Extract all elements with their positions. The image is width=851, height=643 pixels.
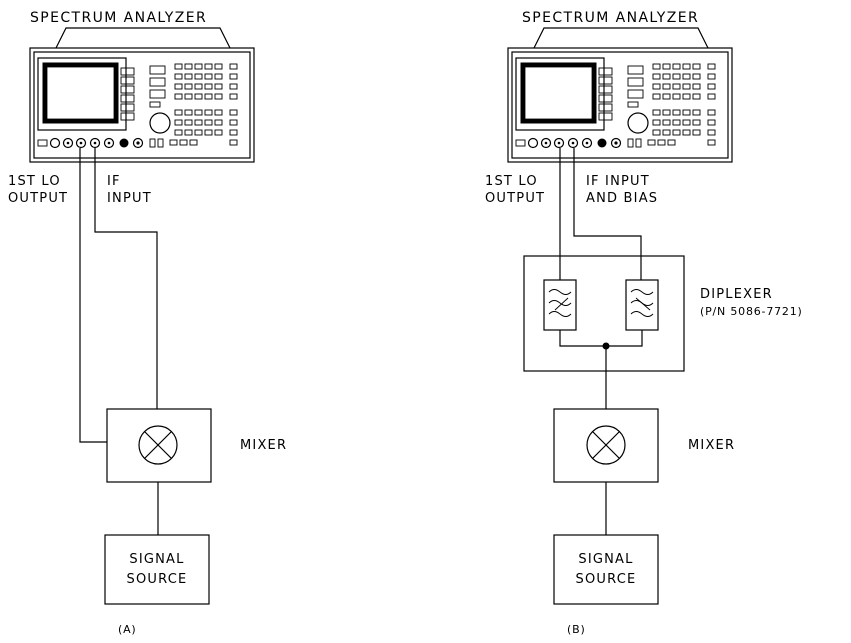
lowpass-filter-icon xyxy=(543,279,577,331)
source-label-b-line1: SIGNAL xyxy=(578,552,633,567)
signal-source-box-b xyxy=(553,534,659,605)
lo-cable-a xyxy=(79,148,107,443)
diplexer-label-line2: (P/N 5086-7721) xyxy=(700,305,803,318)
mixer-symbol-icon-b xyxy=(586,425,626,465)
source-label-b-line2: SOURCE xyxy=(576,572,637,587)
port-right-label-b-line2: AND BIAS xyxy=(586,191,658,206)
port-left-label-a-line2: OUTPUT xyxy=(8,191,68,206)
analyzer-title-a: SPECTRUM ANALYZER xyxy=(30,10,207,26)
if-cable-b xyxy=(573,148,642,280)
spectrum-analyzer-b xyxy=(508,28,732,162)
mixer-label-a: MIXER xyxy=(240,438,287,453)
diplexer-box xyxy=(523,255,685,372)
port-right-label-a-line2: INPUT xyxy=(107,191,152,206)
filter-join-line xyxy=(559,330,643,347)
diagram-a: SPECTRUM ANALYZER 1ST LO OUTPUT IF INPUT… xyxy=(8,10,287,636)
mixer-symbol-icon-a xyxy=(138,425,178,465)
port-right-label-b-line1: IF INPUT xyxy=(586,174,650,189)
source-label-a-line1: SIGNAL xyxy=(129,552,184,567)
source-label-a-line2: SOURCE xyxy=(127,572,188,587)
if-cable-a xyxy=(94,148,158,409)
caption-a: (A) xyxy=(118,623,137,636)
mixer-box-a xyxy=(106,408,212,483)
diplexer-label-line1: DIPLEXER xyxy=(700,287,773,302)
signal-source-box-a xyxy=(104,534,210,605)
highpass-filter-icon xyxy=(625,279,659,331)
caption-b: (B) xyxy=(567,623,586,636)
diagram-b: SPECTRUM ANALYZER 1ST LO OUTPUT IF INPUT… xyxy=(485,10,803,636)
mixer-label-b: MIXER xyxy=(688,438,735,453)
port-left-label-b-line1: 1ST LO xyxy=(485,174,538,189)
port-left-label-b-line2: OUTPUT xyxy=(485,191,545,206)
port-right-label-a-line1: IF xyxy=(107,174,121,189)
spectrum-analyzer-a xyxy=(30,28,254,162)
analyzer-title-b: SPECTRUM ANALYZER xyxy=(522,10,699,26)
port-left-label-a-line1: 1ST LO xyxy=(8,174,61,189)
